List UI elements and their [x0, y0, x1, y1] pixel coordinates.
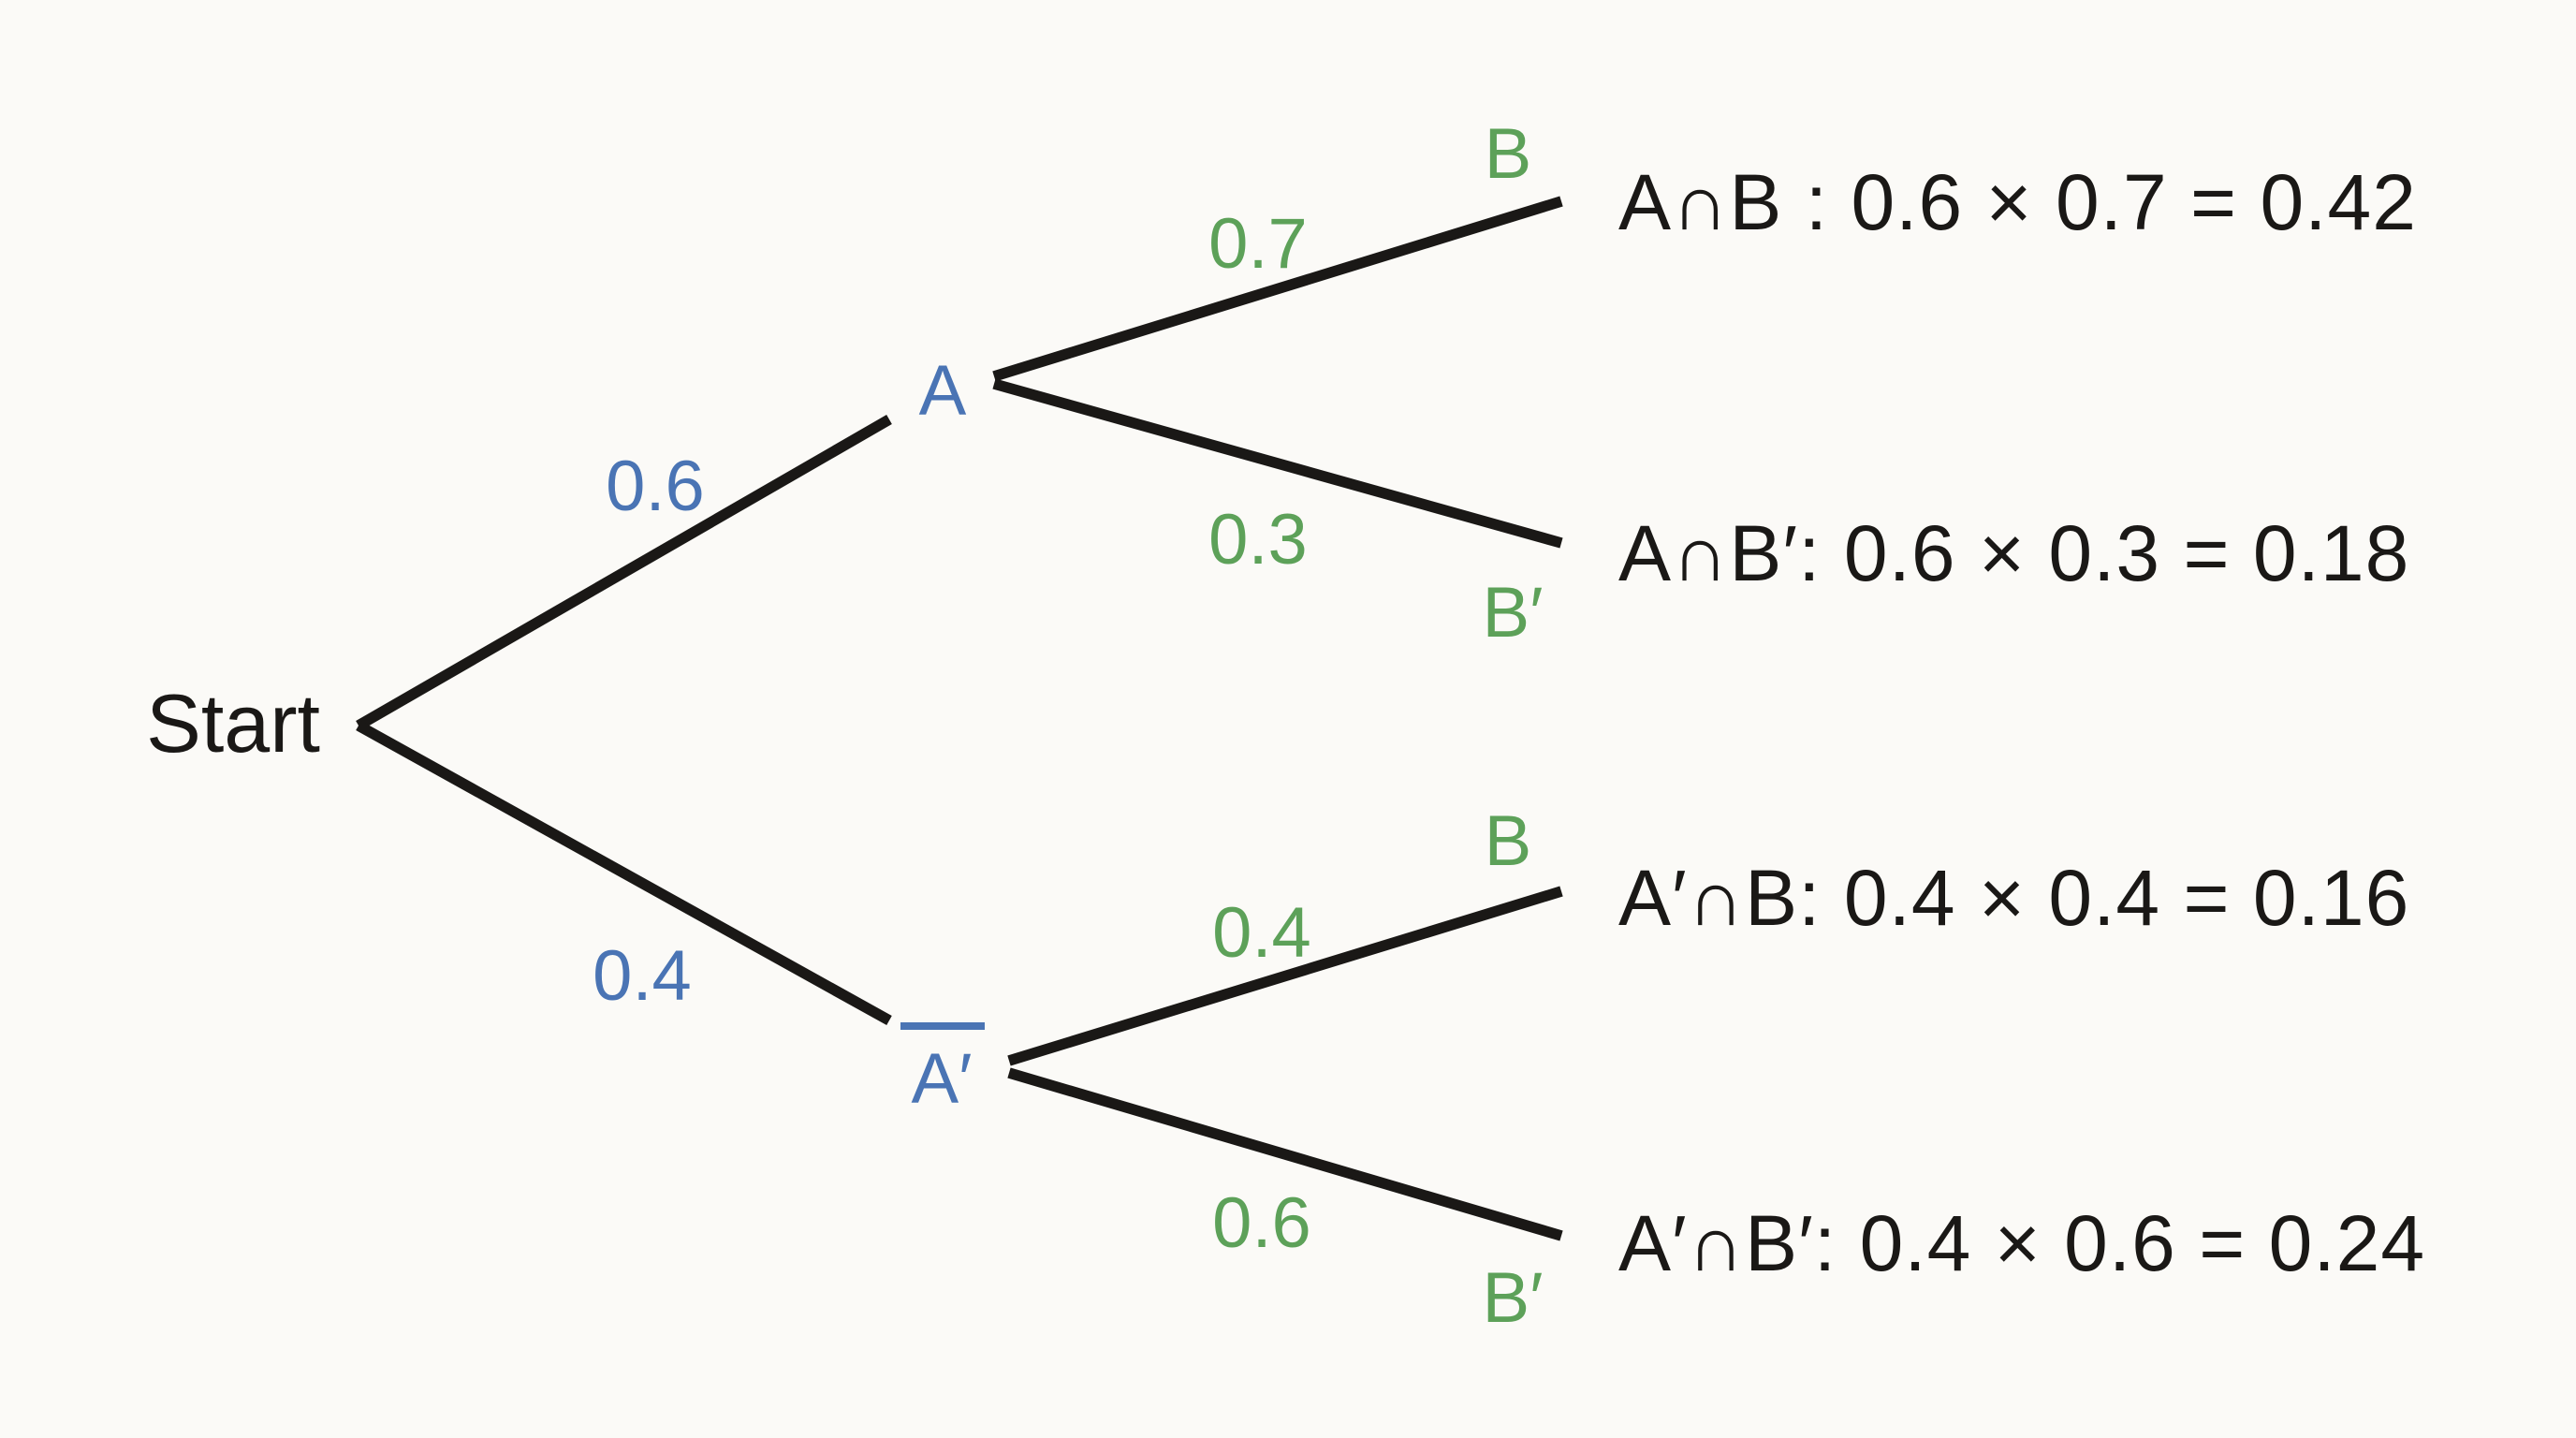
branch-line-a-prime-to-b: [1007, 886, 1563, 1066]
outcome-a-and-b: A∩B : 0.6 × 0.7 = 0.42: [1618, 158, 2417, 246]
probability-label-b-prime-given-a-prime: 0.6: [1212, 1183, 1311, 1263]
probability-label-b-prime-given-a: 0.3: [1208, 500, 1308, 580]
node-b-given-a-prime-label: B: [1485, 801, 1532, 881]
branch-line-a-to-b: [992, 196, 1563, 382]
branch-line-start-to-a-prime: [356, 720, 892, 1026]
node-b-given-a-label: B: [1485, 114, 1532, 194]
branch-line-a-to-b-prime: [992, 378, 1563, 549]
probability-label-b-given-a: 0.7: [1208, 204, 1308, 284]
node-a-prime-label: A′: [912, 1039, 973, 1119]
probability-label-a-prime: 0.4: [593, 936, 692, 1016]
root-node-label: Start: [146, 677, 320, 770]
outcome-a-prime-and-b-prime: A′∩B′: 0.4 × 0.6 = 0.24: [1618, 1199, 2425, 1287]
branch-line-a-prime-to-b-prime: [1007, 1067, 1563, 1241]
probability-label-a: 0.6: [606, 447, 705, 526]
outcome-a-and-b-prime: A∩B′: 0.6 × 0.3 = 0.18: [1618, 509, 2409, 597]
probability-label-b-given-a-prime: 0.4: [1212, 893, 1311, 973]
outcome-a-prime-and-b: A′∩B: 0.4 × 0.4 = 0.16: [1618, 854, 2409, 942]
node-b-prime-given-a-label: B′: [1483, 573, 1544, 653]
node-a-label: A: [919, 351, 967, 431]
branch-line-start-to-a: [356, 415, 892, 730]
node-b-prime-given-a-prime-label: B′: [1483, 1258, 1544, 1338]
